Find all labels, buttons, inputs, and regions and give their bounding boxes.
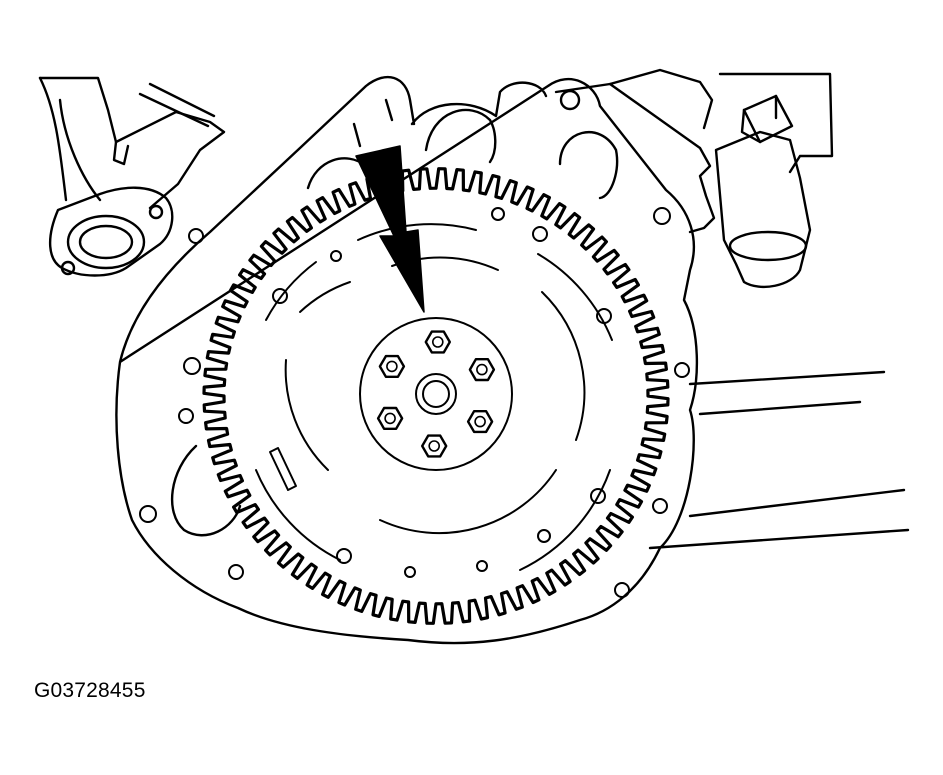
flywheel-bolt (421, 434, 448, 458)
flywheel-hub (359, 317, 513, 471)
crankshaft-center (415, 373, 457, 415)
flywheel-plate (255, 223, 613, 571)
ring-gear (202, 167, 670, 625)
transmission-lines (648, 370, 910, 550)
upper-right-bracket (554, 82, 716, 234)
timing-slot (269, 447, 297, 491)
upper-left-bracket (38, 76, 226, 277)
engine-block-outline (115, 75, 699, 645)
flywheel-bolt-center (431, 336, 444, 348)
flywheel-bolt-center (474, 415, 486, 428)
flywheel-bolt-center (476, 363, 488, 376)
flywheel-bolt-center (386, 360, 398, 373)
flywheel-bolt (376, 406, 404, 430)
flywheel-bolt (424, 330, 451, 354)
indicator-arrow (355, 145, 425, 313)
flywheel-bolt (378, 354, 406, 378)
flywheel-bolt-center (384, 412, 396, 425)
figure-code: G03728455 (34, 679, 146, 702)
housing-bolt-holes (139, 207, 690, 598)
flywheel-bolt (468, 358, 496, 382)
flywheel-bolt-center (428, 440, 441, 452)
water-outlet (66, 214, 146, 270)
flywheel-bolt (466, 410, 494, 434)
sensor-body (714, 130, 812, 289)
flywheel-bolts (376, 330, 496, 458)
ring-gear-teeth (202, 167, 670, 625)
flywheel-holes (272, 207, 612, 578)
